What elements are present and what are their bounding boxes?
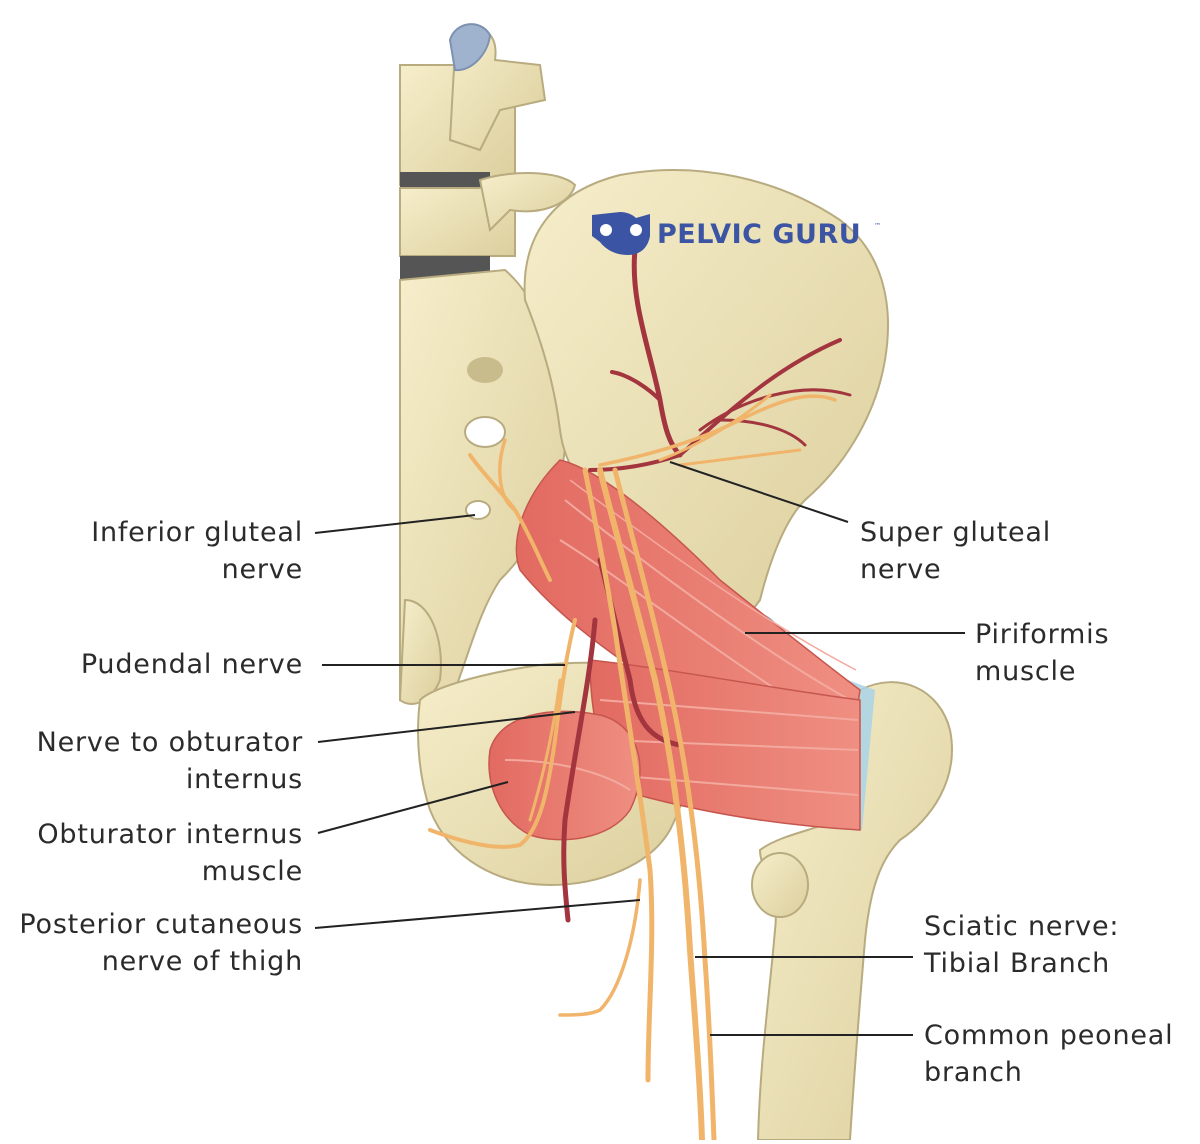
label-pudendal-nerve: Pudendal nerve: [80, 649, 303, 680]
logo-text: PELVIC GURU: [657, 219, 862, 250]
nerves: [428, 393, 837, 1143]
label-super-gluteal-nerve: Super gluteal nerve: [860, 517, 1052, 585]
label-piriformis-muscle: Piriformis muscle: [975, 619, 1110, 687]
label-sciatic-tibial-branch: Sciatic nerve: Tibial Branch: [924, 911, 1120, 979]
label-inferior-gluteal-nerve: Inferior gluteal nerve: [91, 517, 303, 585]
leader-super-gluteal: [669, 461, 849, 523]
leader-nerve-obturator: [317, 711, 576, 743]
pelvic-guru-logo-icon: [592, 212, 650, 255]
leader-obturator-muscle: [317, 781, 509, 834]
leader-lines: [314, 461, 965, 1036]
leader-posterior-cutaneous: [314, 899, 641, 929]
label-common-peroneal-branch: Common peoneal branch: [924, 1020, 1174, 1088]
logo-trademark: ™: [874, 222, 881, 230]
label-nerve-to-obturator-internus: Nerve to obturator internus: [36, 727, 303, 795]
obturator-internus-muscle: [488, 710, 641, 841]
spine: [398, 23, 577, 705]
label-obturator-internus-muscle: Obturator internus muscle: [37, 819, 303, 887]
leader-inferior-gluteal: [314, 514, 476, 534]
label-posterior-cutaneous-nerve: Posterior cutaneous nerve of thigh: [19, 909, 303, 977]
